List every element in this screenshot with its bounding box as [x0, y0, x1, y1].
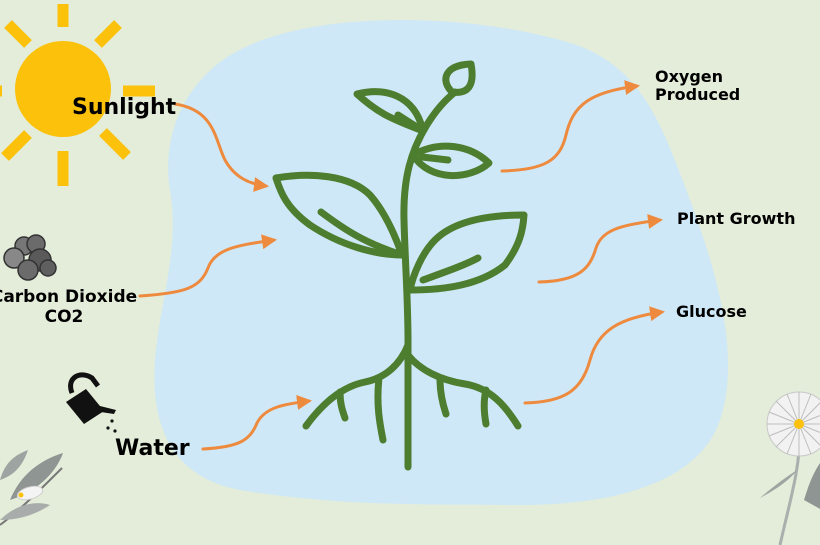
label-glucose: Glucose — [676, 302, 747, 321]
label-plant-growth: Plant Growth — [677, 209, 796, 228]
olive-branch-icon — [0, 450, 63, 526]
label-sunlight: Sunlight — [72, 95, 177, 120]
smoke-cloud-icon — [3, 234, 57, 281]
label-oxygen-line2: Produced — [655, 85, 741, 105]
arrow-sunlight-to-plant — [173, 102, 269, 192]
arrow-plant-to-growth — [537, 214, 663, 284]
plant-icon — [272, 60, 528, 471]
label-oxygen-produced: Oxygen Produced — [655, 67, 741, 105]
label-carbon-dioxide-line2: CO2 — [44, 306, 84, 327]
background-blob — [154, 20, 729, 505]
arrow-co2-to-plant — [138, 234, 277, 298]
arrow-plant-to-glucose — [523, 306, 665, 405]
label-carbon-dioxide: Carbon Dioxide CO2 — [0, 287, 140, 327]
label-water: Water — [115, 436, 190, 461]
sun-icon — [0, 4, 155, 186]
arrow-water-to-plant — [201, 395, 312, 451]
daisy-flower-icon — [760, 391, 820, 545]
arrow-plant-to-oxygen — [500, 80, 640, 173]
label-carbon-dioxide-line1: Carbon Dioxide — [0, 287, 138, 307]
watering-can-icon — [66, 372, 117, 433]
label-oxygen-line1: Oxygen — [655, 67, 724, 86]
